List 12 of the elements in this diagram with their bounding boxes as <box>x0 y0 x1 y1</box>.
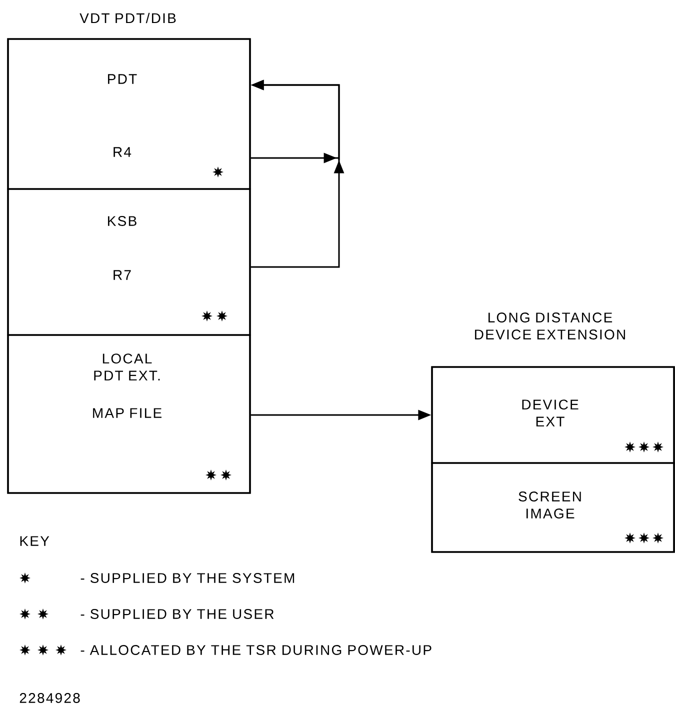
node-label: LONG DISTANCE DEVICE EXTENSION <box>475 312 625 340</box>
legend-text: - ALLOCATED BY THE TSR DURING POWER-UP <box>80 645 432 655</box>
legend-text: - SUPPLIED BY THE USER <box>80 609 274 619</box>
memory-block: SCREEN IMAGE <box>431 462 675 553</box>
memory-block: KSB R7 <box>7 188 251 336</box>
key-heading: KEY <box>20 536 50 546</box>
memory-block: LOCAL PDT EXT. MAP FILE <box>7 334 251 494</box>
legend-text: - SUPPLIED BY THE SYSTEM <box>80 573 294 583</box>
memory-block: PDT R4 <box>7 38 251 190</box>
memory-block: DEVICE EXT <box>431 366 675 464</box>
node-label: VDT PDT/DIB <box>80 12 176 24</box>
figure-number: 2284928 <box>20 693 80 703</box>
